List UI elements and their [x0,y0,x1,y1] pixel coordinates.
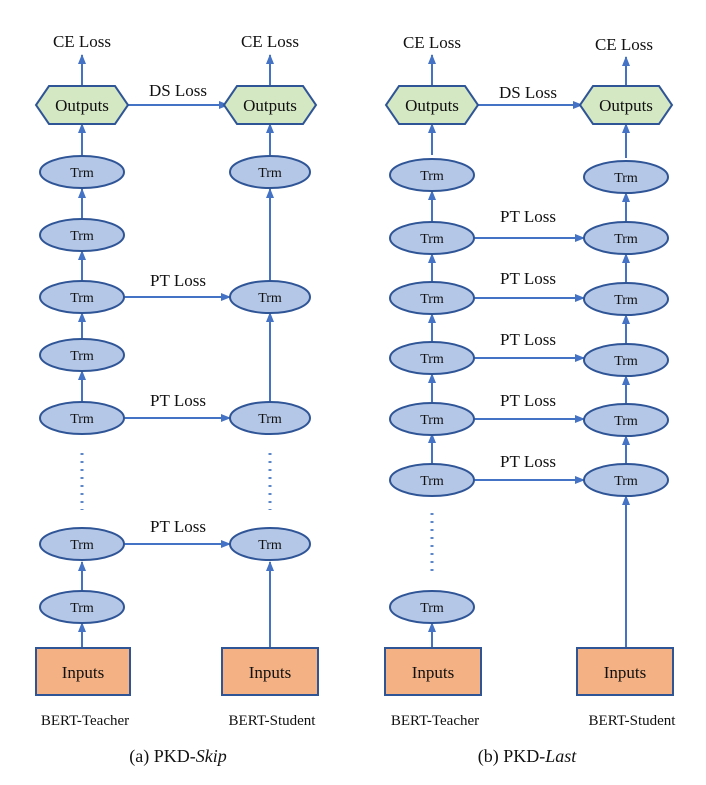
outputs-node-teacher-b: Outputs [384,85,480,125]
pt-loss-label-b-4: PT Loss [500,391,556,410]
trm-node-student-b-5: Trm [583,403,669,437]
ds-loss-label-a: DS Loss [149,81,207,100]
ce-loss-label-teacher-b: CE Loss [403,33,461,52]
svg-text:Trm: Trm [70,166,94,181]
trm-node-student-b-6: Trm [583,463,669,497]
trm-node-teacher-b-2: Trm [389,221,475,255]
ce-loss-label-student-a: CE Loss [241,32,299,51]
inputs-node-student-b: Inputs [576,647,674,696]
svg-text:Trm: Trm [258,291,282,306]
pt-loss-label-b-2: PT Loss [500,269,556,288]
pt-loss-label-b-3: PT Loss [500,330,556,349]
svg-text:Trm: Trm [70,291,94,306]
ce-loss-label-teacher-a: CE Loss [53,32,111,51]
trm-node-teacher-b-4: Trm [389,341,475,375]
outputs-label: Outputs [599,96,653,115]
trm-node-student-a-1: Trm [229,155,311,189]
trm-node-student-b-2: Trm [583,221,669,255]
bert-student-label-a: BERT-Student [229,713,317,729]
svg-text:Trm: Trm [420,413,444,428]
outputs-node-student-a: Outputs [222,85,318,125]
svg-text:Trm: Trm [70,412,94,427]
inputs-label: Inputs [249,663,292,682]
trm-node-student-a-2: Trm [229,280,311,314]
inputs-node-teacher-b: Inputs [384,647,482,696]
trm-node-teacher-b-6: Trm [389,463,475,497]
svg-text:Trm: Trm [258,538,282,553]
svg-text:Trm: Trm [420,169,444,184]
trm-node-teacher-b-3: Trm [389,281,475,315]
svg-text:Trm: Trm [614,293,638,308]
ds-loss-label-b: DS Loss [499,83,557,102]
svg-text:Trm: Trm [420,232,444,247]
svg-text:Trm: Trm [258,166,282,181]
trm-node-teacher-a-2: Trm [39,218,125,252]
trm-node-teacher-b-7: Trm [389,590,475,624]
bert-teacher-label-b: BERT-Teacher [391,713,479,729]
caption-b: (b) PKD-Last [478,746,578,767]
pt-loss-label-a-2: PT Loss [150,391,206,410]
panel-b-arrows [428,54,630,648]
svg-text:Trm: Trm [420,601,444,616]
svg-text:Trm: Trm [258,412,282,427]
panel-a-skip: CE Loss CE Loss DS Loss Outputs Outputs … [34,32,319,767]
outputs-node-teacher-a: Outputs [34,85,130,125]
bert-teacher-label-a: BERT-Teacher [41,713,129,729]
outputs-label: Outputs [243,96,297,115]
svg-text:Trm: Trm [614,414,638,429]
svg-text:Trm: Trm [614,232,638,247]
outputs-label: Outputs [55,96,109,115]
trm-node-teacher-a-7: Trm [39,590,125,624]
svg-text:Trm: Trm [70,229,94,244]
inputs-node-student-a: Inputs [221,647,319,696]
trm-node-student-b-1: Trm [583,160,669,194]
pt-loss-label-b-1: PT Loss [500,207,556,226]
trm-node-student-b-3: Trm [583,282,669,316]
trm-node-student-b-4: Trm [583,343,669,377]
pt-loss-label-a-1: PT Loss [150,271,206,290]
trm-node-teacher-a-6: Trm [39,527,125,561]
trm-node-student-a-4: Trm [229,527,311,561]
svg-text:Trm: Trm [70,601,94,616]
trm-node-teacher-b-5: Trm [389,402,475,436]
svg-text:Trm: Trm [614,474,638,489]
caption-a: (a) PKD-Skip [129,746,226,767]
trm-node-student-a-3: Trm [229,401,311,435]
svg-text:Trm: Trm [420,292,444,307]
trm-node-teacher-a-1: Trm [39,155,125,189]
inputs-node-teacher-a: Inputs [35,647,131,696]
outputs-label: Outputs [405,96,459,115]
pt-loss-label-b-5: PT Loss [500,452,556,471]
svg-text:Trm: Trm [70,538,94,553]
bert-student-label-b: BERT-Student [589,713,677,729]
outputs-node-student-b: Outputs [578,85,674,125]
svg-text:Trm: Trm [420,352,444,367]
panel-b-last: CE Loss CE Loss DS Loss Outputs Outputs … [384,33,677,767]
panel-a-arrows [78,54,274,648]
svg-text:Trm: Trm [420,474,444,489]
trm-node-teacher-b-1: Trm [389,158,475,192]
pt-loss-label-a-3: PT Loss [150,517,206,536]
inputs-label: Inputs [62,663,105,682]
ce-loss-label-student-b: CE Loss [595,35,653,54]
svg-text:Trm: Trm [70,349,94,364]
trm-node-teacher-a-3: Trm [39,280,125,314]
svg-text:Trm: Trm [614,171,638,186]
inputs-label: Inputs [412,663,455,682]
trm-node-teacher-a-5: Trm [39,401,125,435]
inputs-label: Inputs [604,663,647,682]
svg-text:Trm: Trm [614,354,638,369]
trm-node-teacher-a-4: Trm [39,338,125,372]
